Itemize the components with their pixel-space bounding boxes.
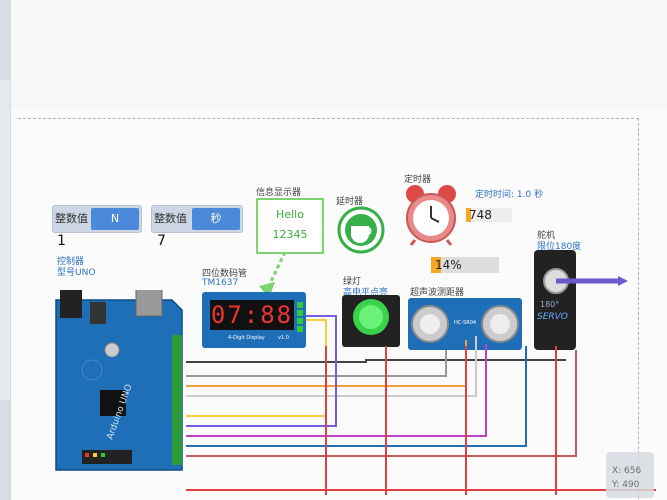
scrollbar-thumb-bottom[interactable] (0, 400, 10, 500)
arduino-uno-board[interactable]: Arduino UNO (52, 281, 192, 475)
int-widget-1-button[interactable]: N (91, 208, 139, 230)
servo-angle: 180° (540, 300, 560, 309)
servo-motor[interactable]: 180° SERVO (534, 250, 576, 350)
int-widget-1-label: 整数值 (55, 212, 88, 225)
led4-model: TM1637 (202, 278, 239, 288)
info-display-line2: 12345 (272, 228, 308, 241)
led4-digits: 07:88 (210, 300, 294, 330)
led4-title: 四位数码管 (202, 269, 248, 279)
top-toolbar-area (0, 0, 667, 108)
int-widget-2-label: 整数值 (154, 212, 187, 225)
four-digit-display[interactable]: 07:88 4-Digit Display v1.0 (202, 292, 306, 348)
ultrasonic-progress-fill (431, 257, 441, 273)
info-display-line1: Hello (276, 208, 304, 221)
servo-sub: 限位180度 (537, 242, 582, 252)
ultrasonic-percent: 14% (435, 258, 462, 272)
green-led-title: 绿灯 (343, 277, 362, 287)
timer-title: 定时器 (404, 175, 432, 185)
int-widget-2[interactable]: 整数值 秒 (151, 205, 243, 233)
ultrasonic-progress: 14% (431, 257, 499, 273)
led4-brand: 4-Digit Display (228, 335, 265, 341)
delay-title: 延时器 (336, 197, 364, 207)
servo-title: 舵机 (537, 231, 556, 241)
timer-count: 748 (469, 208, 492, 222)
info-display-pointer (259, 252, 287, 298)
info-display[interactable]: Hello 12345 (256, 198, 324, 254)
controller-title: 控制器 (57, 257, 85, 267)
int-widget-2-value: 7 (157, 233, 166, 249)
timer-time-text: 定时时间: 1.0 秒 (475, 190, 544, 200)
green-led-module[interactable] (342, 295, 400, 347)
scrollbar-thumb-top[interactable] (0, 0, 10, 80)
green-led-sub: 高电平点亮 (343, 288, 389, 298)
coord-y: Y: 490 (612, 480, 640, 490)
int-widget-1-value: 1 (57, 233, 66, 249)
controller-model: 型号UNO (57, 268, 96, 278)
delay-icon[interactable] (335, 206, 387, 254)
timer-count-box: 748 (466, 208, 512, 222)
trash-can-icon[interactable]: X: 656 Y: 490 (606, 452, 654, 498)
info-display-title: 信息显示器 (256, 188, 302, 198)
servo-label: SERVO (537, 312, 568, 322)
int-widget-2-button[interactable]: 秒 (192, 208, 240, 230)
int-widget-1[interactable]: 整数值 N (52, 205, 142, 233)
wiring (186, 315, 656, 495)
coord-x: X: 656 (612, 466, 642, 476)
ultrasonic-title: 超声波测距器 (410, 288, 465, 298)
alarm-clock-icon[interactable] (403, 184, 459, 246)
led4-version: v1.0 (278, 335, 289, 341)
ultrasonic-model: HC-SR04 (454, 320, 477, 326)
stage-area (18, 118, 639, 499)
servo-arm (543, 268, 628, 294)
left-scrollbar[interactable] (0, 0, 11, 500)
